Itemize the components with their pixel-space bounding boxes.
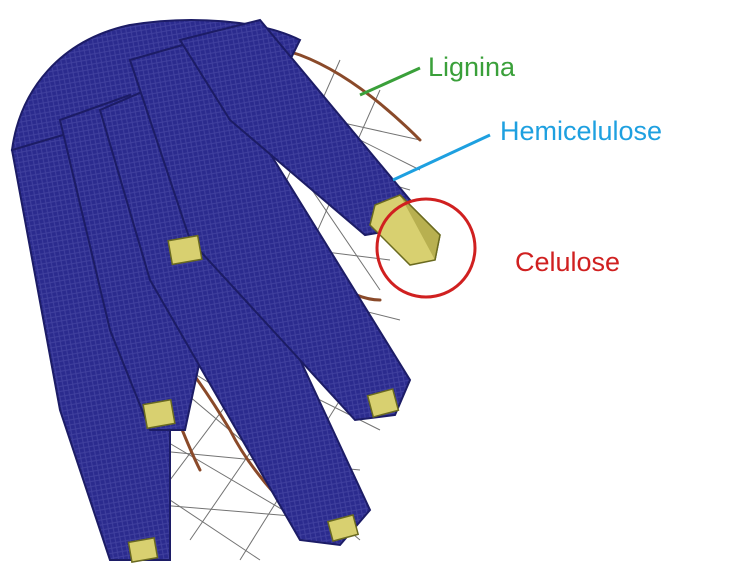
label-lignina: Lignina	[428, 52, 515, 83]
core-bottom-left	[128, 538, 157, 562]
label-hemicelulose: Hemicelulose	[500, 116, 662, 147]
hemicelulose-leader-line	[393, 135, 490, 180]
core-left	[143, 400, 175, 428]
lignina-leader-line	[360, 68, 420, 95]
core-middle	[168, 236, 202, 265]
label-celulose: Celulose	[515, 247, 620, 278]
